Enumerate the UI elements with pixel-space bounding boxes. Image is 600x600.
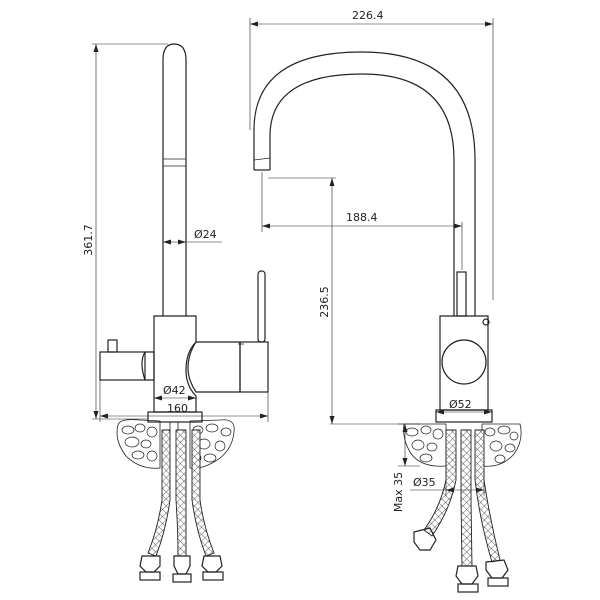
- front-spout-outer: [253, 51, 476, 316]
- side-spout-tube: [162, 43, 187, 316]
- dim-spout-height: 236.5: [268, 177, 404, 425]
- dim-overall-reach: 226.4: [249, 9, 494, 300]
- dim-body-diameter: Ø42: [154, 384, 196, 401]
- side-filter-knob: [141, 351, 155, 381]
- spout-reach-label: 188.4: [346, 211, 378, 224]
- spout-height-label: 236.5: [318, 286, 331, 318]
- hole-diameter-label: Ø35: [413, 476, 436, 489]
- base-diameter-label: Ø52: [449, 398, 472, 411]
- front-countertop-section: [403, 423, 522, 467]
- max-thickness-label: Max 35: [392, 472, 405, 512]
- side-view: 361.7 Ø24 Ø42 160: [82, 43, 269, 583]
- dim-base-diameter: Ø52: [436, 398, 492, 415]
- front-handle-disc: [441, 339, 487, 385]
- dim-spout-reach: 188.4: [261, 172, 463, 270]
- overall-reach-label: 226.4: [352, 9, 384, 22]
- body-diameter-label: Ø42: [163, 384, 186, 397]
- dim-spout-diameter: Ø24: [163, 228, 222, 245]
- front-lever: [456, 271, 467, 317]
- front-spout-inner: [269, 73, 455, 316]
- spout-diameter-label: Ø24: [194, 228, 217, 241]
- dim-overall-height: 361.7: [82, 43, 168, 420]
- base-width-label: 160: [167, 402, 188, 415]
- front-body: [439, 315, 489, 411]
- side-handle-housing: [187, 341, 241, 393]
- side-body: [153, 315, 197, 413]
- side-lever: [257, 270, 266, 343]
- overall-height-label: 361.7: [82, 224, 95, 256]
- side-hoses: [139, 429, 224, 583]
- front-base: [435, 409, 493, 423]
- dim-base-width: 160: [99, 380, 269, 422]
- front-view: 226.4 188.4 236.5 Ø52: [249, 9, 522, 593]
- side-base: [147, 411, 203, 423]
- side-countertop-section: [116, 419, 235, 469]
- front-hoses: [413, 429, 509, 593]
- dim-hole-diameter: Ø35: [410, 470, 485, 496]
- dim-max-thickness: Max 35: [392, 423, 420, 512]
